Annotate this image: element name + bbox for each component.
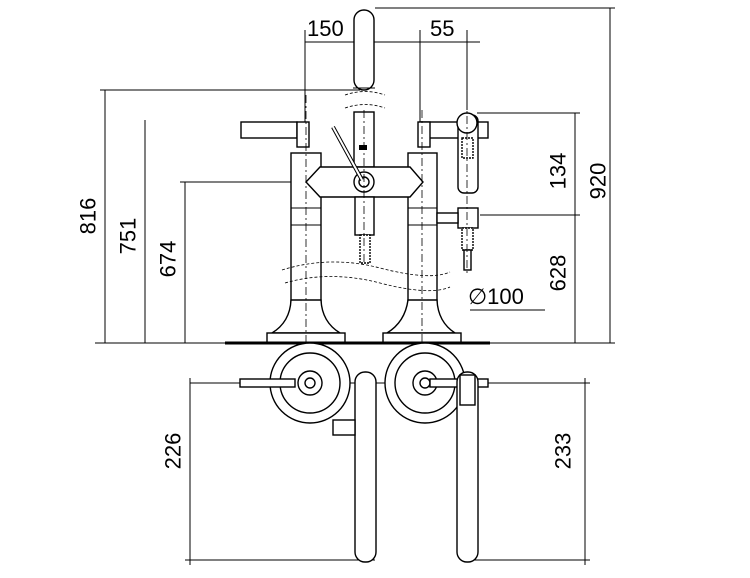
dim-diameter-100: ∅100: [468, 284, 524, 309]
faucet-plan: [239, 342, 489, 563]
dim-751: 751: [115, 217, 141, 255]
dim-55: 55: [430, 16, 455, 41]
dim-816: 816: [75, 197, 101, 235]
dim-150: 150: [307, 16, 344, 41]
dim-674: 674: [155, 240, 181, 278]
dim-233: 233: [550, 432, 576, 470]
dim-134: 134: [545, 152, 571, 190]
faucet-elevation: [225, 9, 490, 345]
dim-920: 920: [585, 162, 611, 200]
dim-226: 226: [160, 432, 186, 470]
dim-628: 628: [545, 254, 571, 292]
